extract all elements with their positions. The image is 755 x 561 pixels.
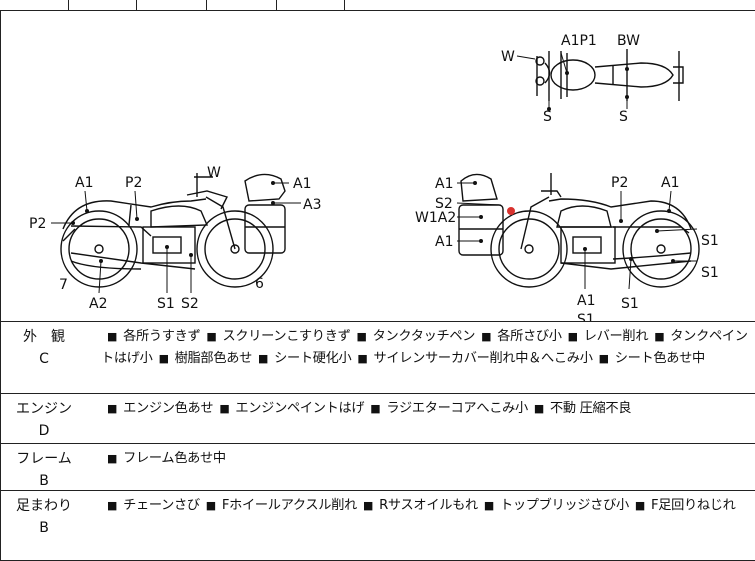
- left-label-a3: A3: [303, 197, 321, 213]
- section-grade: B: [39, 473, 49, 489]
- diagram-labels: A1P1 BW W S S A1 P2 W A1 A3 P2 7 A2 S1 S…: [29, 33, 719, 321]
- section-category: 足まわり B: [1, 491, 87, 539]
- right-label-w1a2: W1A2: [415, 210, 456, 226]
- right-label-s1c: S1: [577, 312, 595, 321]
- red-marker-icon: [507, 207, 515, 215]
- right-side-motorcycle: [458, 173, 700, 288]
- section-category: 外 観 C: [1, 322, 87, 370]
- section-grade: C: [39, 351, 49, 367]
- section-suspension: 足まわり B ■チェーンさび■Fホイールアクスル削れ■Rサスオイルもれ■トップブ…: [0, 490, 755, 561]
- right-label-s1b: S1: [701, 265, 719, 281]
- section-category: フレーム B: [1, 444, 87, 492]
- left-label-6: 6: [255, 276, 264, 292]
- damage-diagram: A1P1 BW W S S A1 P2 W A1 A3 P2 7 A2 S1 S…: [0, 11, 755, 321]
- top-label-s1: S: [543, 109, 552, 125]
- left-label-a1b: A1: [293, 176, 311, 192]
- left-label-a1: A1: [75, 175, 93, 191]
- left-label-s2: S2: [181, 296, 199, 312]
- damage-dots: [71, 67, 675, 263]
- section-description: ■エンジン色あせ■エンジンペイントはげ■ラジエターコアへこみ小■不動 圧縮不良: [107, 401, 632, 416]
- right-label-s1d: S1: [621, 296, 639, 312]
- right-label-s1: S1: [701, 233, 719, 249]
- section-description: ■チェーンさび■Fホイールアクスル削れ■Rサスオイルもれ■トップブリッジさび小■…: [107, 498, 736, 513]
- right-label-p2: P2: [611, 175, 628, 191]
- right-label-s2: S2: [435, 196, 453, 212]
- top-label-w: W: [501, 49, 515, 65]
- top-label-bw: BW: [617, 33, 640, 49]
- section-category: エンジン D: [1, 394, 87, 442]
- section-exterior: 外 観 C ■各所うすきず■スクリーンこすりきず■タンクタッチペン■各所さび小■…: [0, 321, 755, 394]
- left-label-p2: P2: [125, 175, 142, 191]
- left-label-a2: A2: [89, 296, 107, 312]
- left-label-s1: S1: [157, 296, 175, 312]
- section-frame: フレーム B ■フレーム色あせ中: [0, 443, 755, 491]
- section-description: ■各所うすきず■スクリーンこすりきず■タンクタッチペン■各所さび小■レバー削れ■…: [101, 329, 748, 366]
- right-label-a1c: A1: [661, 175, 679, 191]
- left-label-w: W: [207, 165, 221, 181]
- left-side-motorcycle: [60, 173, 286, 288]
- left-label-7: 7: [59, 277, 68, 293]
- leader-lines: [51, 52, 698, 294]
- section-engine: エンジン D ■エンジン色あせ■エンジンペイントはげ■ラジエターコアへこみ小■不…: [0, 393, 755, 444]
- top-view-motorcycle: [535, 49, 684, 101]
- section-grade: D: [38, 423, 50, 439]
- top-label-s2: S: [619, 109, 628, 125]
- right-label-a1b: A1: [435, 234, 453, 250]
- motorcycle-diagram-svg: A1P1 BW W S S A1 P2 W A1 A3 P2 7 A2 S1 S…: [29, 33, 719, 321]
- top-label-a1p1: A1P1: [561, 33, 597, 49]
- right-label-a1d: A1: [577, 293, 595, 309]
- section-description: ■フレーム色あせ中: [107, 451, 226, 466]
- left-label-p2b: P2: [29, 216, 46, 232]
- header-table-row: [0, 0, 755, 11]
- section-grade: B: [39, 520, 49, 536]
- right-label-a1: A1: [435, 176, 453, 192]
